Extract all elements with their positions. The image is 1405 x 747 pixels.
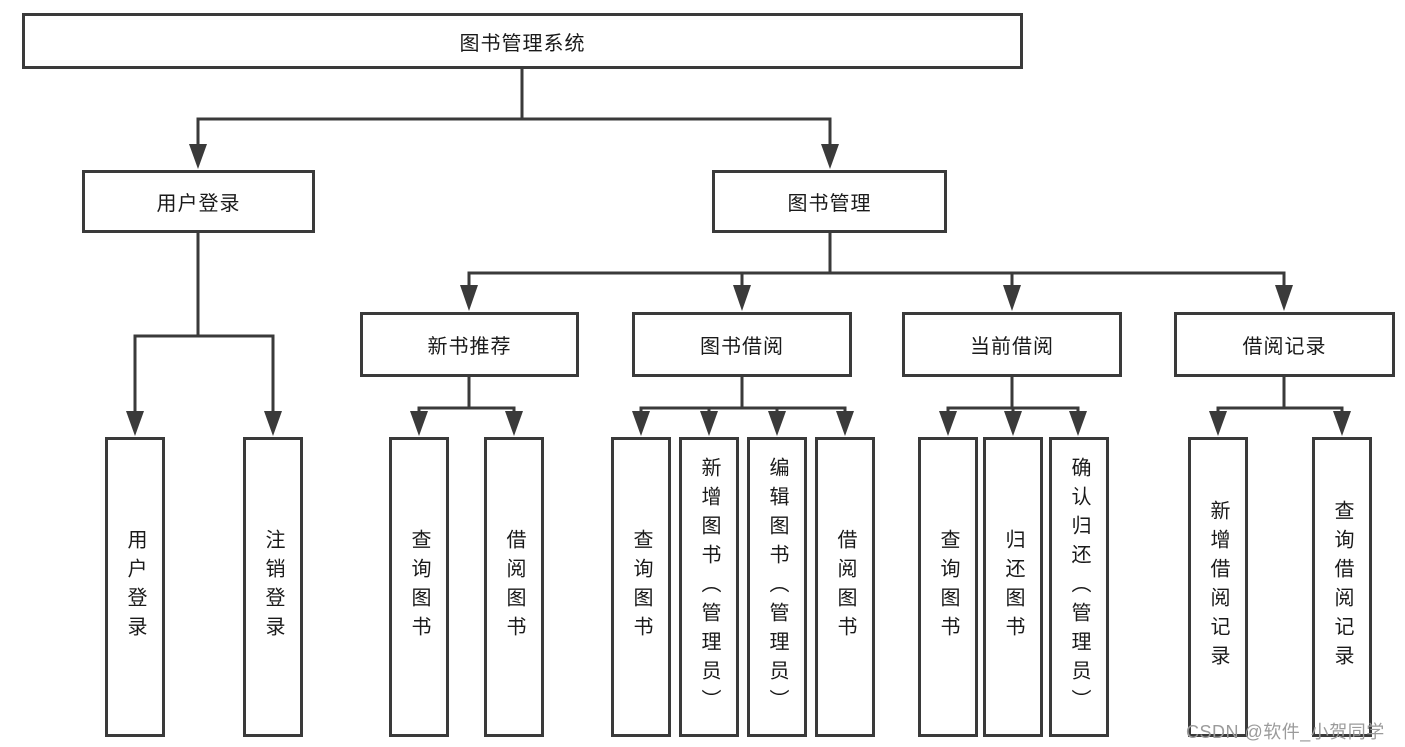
- node-label: 图书借阅: [700, 336, 784, 358]
- node-book-management: 图书管理: [712, 170, 947, 233]
- node-library-management-system: 图书管理系统: [22, 13, 1023, 69]
- node-label: 确认归还（管理员）: [1068, 456, 1090, 718]
- node-label: 查询图书: [408, 529, 430, 645]
- node-label: 新增图书（管理员）: [698, 456, 720, 718]
- leaf-return-books: 归还图书: [983, 437, 1043, 737]
- node-label: 图书管理: [787, 193, 872, 215]
- csdn-watermark: CSDN @软件_小贺同学: [1186, 722, 1385, 742]
- node-new-book-recommendation: 新书推荐: [360, 312, 579, 377]
- leaf-query-books-current: 查询图书: [918, 437, 978, 737]
- leaf-borrow-books: 借阅图书: [815, 437, 875, 737]
- node-label: 新书推荐: [427, 336, 512, 358]
- node-label: 借阅图书: [503, 529, 525, 645]
- leaf-edit-books-admin: 编辑图书（管理员）: [747, 437, 807, 737]
- node-label: 编辑图书（管理员）: [766, 456, 788, 718]
- node-book-borrowing: 图书借阅: [632, 312, 852, 377]
- node-label: 注销登录: [262, 529, 284, 645]
- node-label: 借阅记录: [1242, 336, 1327, 358]
- node-label: 归还图书: [1002, 529, 1024, 645]
- node-label: 查询图书: [937, 529, 959, 645]
- leaf-query-borrow-record: 查询借阅记录: [1312, 437, 1372, 737]
- node-label: 查询图书: [630, 529, 652, 645]
- leaf-add-borrow-record: 新增借阅记录: [1188, 437, 1248, 737]
- leaf-borrow-books-recommend: 借阅图书: [484, 437, 544, 737]
- node-label: 新增借阅记录: [1207, 500, 1229, 674]
- node-label: 借阅图书: [834, 529, 856, 645]
- node-label: 用户登录: [124, 529, 146, 645]
- leaf-query-books-borrowing: 查询图书: [611, 437, 671, 737]
- node-label: 图书管理系统: [459, 32, 586, 55]
- node-borrowing-records: 借阅记录: [1174, 312, 1395, 377]
- node-user-login: 用户登录: [82, 170, 315, 233]
- node-label: 查询借阅记录: [1331, 500, 1353, 674]
- leaf-add-books-admin: 新增图书（管理员）: [679, 437, 739, 737]
- leaf-query-books-recommend: 查询图书: [389, 437, 449, 737]
- node-label: 当前借阅: [970, 336, 1054, 358]
- leaf-confirm-return-admin: 确认归还（管理员）: [1049, 437, 1109, 737]
- node-label: 用户登录: [156, 193, 241, 215]
- node-current-borrowing: 当前借阅: [902, 312, 1122, 377]
- arrowheads: [126, 144, 1351, 436]
- leaf-logout-login: 注销登录: [243, 437, 303, 737]
- leaf-user-login: 用户登录: [105, 437, 165, 737]
